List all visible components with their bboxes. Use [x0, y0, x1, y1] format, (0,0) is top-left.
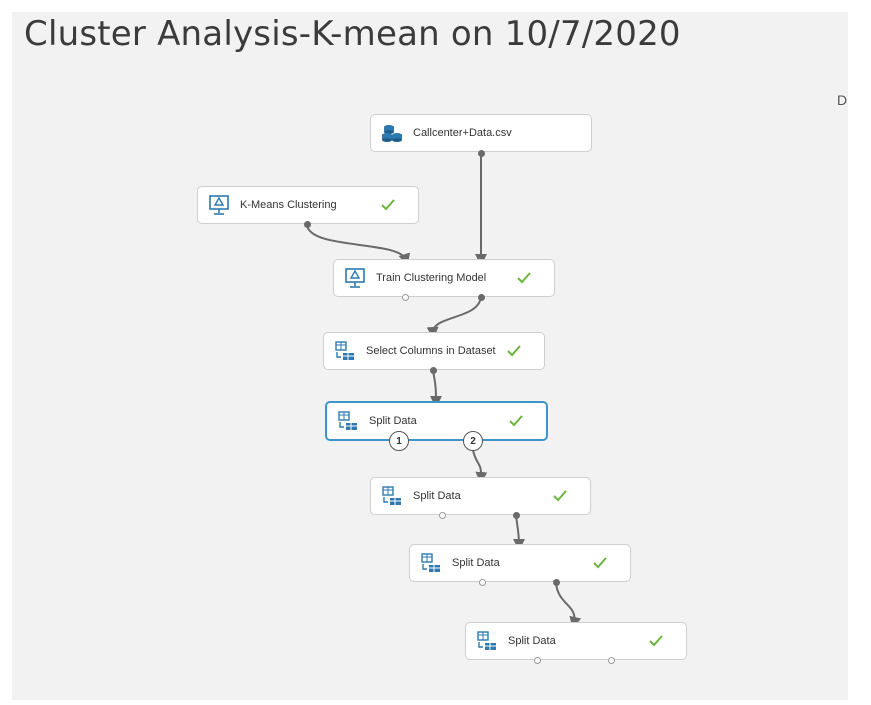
- module-callcenter-dataset[interactable]: Callcenter+Data.csv: [370, 114, 592, 152]
- module-train-clustering-model[interactable]: Train Clustering Model: [333, 259, 555, 297]
- module-select-columns[interactable]: Select Columns in Dataset: [323, 332, 545, 370]
- check-icon: [507, 345, 521, 357]
- table-transform-icon: [477, 631, 496, 650]
- dataset-icon: [382, 125, 402, 142]
- check-icon: [517, 272, 531, 284]
- check-icon: [593, 557, 607, 569]
- module-label: Train Clustering Model: [376, 272, 487, 284]
- module-split-data-4[interactable]: Split Data: [465, 622, 687, 660]
- module-split-data-3[interactable]: Split Data: [409, 544, 631, 582]
- module-label: Split Data: [452, 557, 500, 569]
- module-label: Split Data: [369, 415, 417, 427]
- wire-kmeans-to-train: [306, 224, 410, 266]
- output-port-unconnected[interactable]: [479, 579, 486, 586]
- module-label: Callcenter+Data.csv: [413, 127, 512, 139]
- output-port-unconnected[interactable]: [439, 512, 446, 519]
- module-split-data-1[interactable]: Split Data: [325, 401, 548, 441]
- wire-train-to-select: [426, 296, 482, 339]
- output-port-1[interactable]: 1: [389, 431, 409, 451]
- table-transform-icon: [382, 486, 401, 505]
- wire-split1-to-split2: [472, 449, 488, 484]
- output-port[interactable]: [553, 579, 560, 586]
- module-kmeans-clustering[interactable]: K-Means Clustering: [197, 186, 419, 224]
- output-port-unconnected[interactable]: [534, 657, 541, 664]
- module-label: K-Means Clustering: [240, 199, 337, 211]
- output-port-unconnected[interactable]: [402, 294, 409, 301]
- table-transform-icon: [421, 553, 440, 572]
- output-port[interactable]: [430, 367, 437, 374]
- model-icon: [345, 268, 365, 288]
- experiment-title: Cluster Analysis-K-mean on 10/7/2020: [24, 14, 681, 54]
- module-split-data-2[interactable]: Split Data: [370, 477, 591, 515]
- table-transform-icon: [338, 411, 357, 430]
- truncated-side-text: D: [837, 92, 848, 108]
- table-transform-icon: [335, 341, 354, 360]
- wire-select-to-split1: [429, 370, 442, 408]
- module-label: Select Columns in Dataset: [366, 345, 496, 357]
- output-port[interactable]: [478, 294, 485, 301]
- output-port-unconnected[interactable]: [608, 657, 615, 664]
- module-label: Split Data: [413, 490, 461, 502]
- output-port[interactable]: [304, 221, 311, 228]
- output-port-2[interactable]: 2: [463, 431, 483, 451]
- module-label: Split Data: [508, 635, 556, 647]
- check-icon: [509, 415, 523, 427]
- output-port[interactable]: [478, 150, 485, 157]
- check-icon: [553, 490, 567, 502]
- output-port[interactable]: [513, 512, 520, 519]
- model-icon: [209, 195, 229, 215]
- check-icon: [381, 199, 395, 211]
- check-icon: [649, 635, 663, 647]
- wire-split2-to-split3: [512, 515, 525, 551]
- wire-split3-to-split4: [555, 582, 582, 629]
